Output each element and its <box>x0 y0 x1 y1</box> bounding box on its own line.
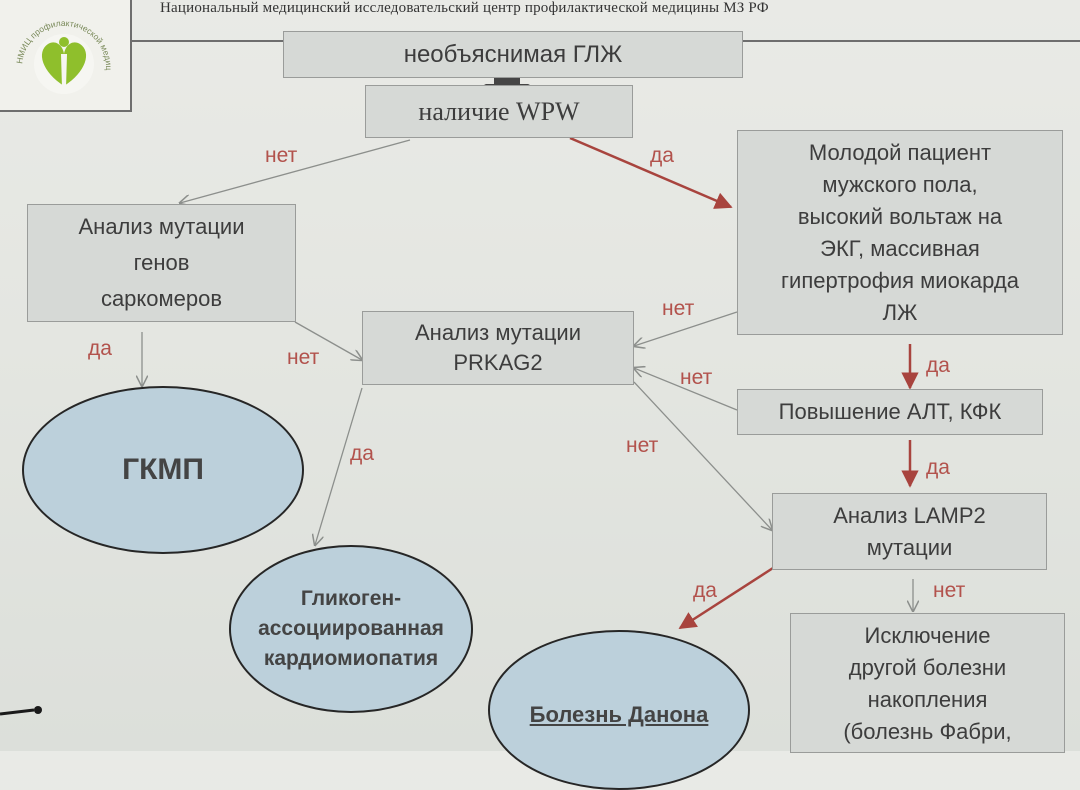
arrow-wpw-young <box>569 136 733 209</box>
label-young-yes: да <box>926 354 950 377</box>
label-sarc-no: нет <box>287 346 320 369</box>
arrow-alt-prkag <box>634 368 738 411</box>
node-prkag2-analysis: Анализ мутации PRKAG2 <box>362 311 634 385</box>
logo-panel: НМИЦ профилактической медицины <box>0 0 132 112</box>
arrow-prkag-glycogen <box>315 387 363 545</box>
arrow-wpw-sarcomere <box>180 139 411 203</box>
arrow-prkag-lamp <box>633 381 772 530</box>
node-hcm: ГКМП <box>22 386 304 554</box>
label-alt-no: нет <box>680 366 713 389</box>
arrow-young-prkag <box>634 311 738 346</box>
node-young-male: Молодой пациент мужского пола, высокий в… <box>737 130 1063 335</box>
node-glycogen-cardiomyopathy: Гликоген- ассоциированная кардиомиопатия <box>229 545 473 713</box>
node-alt-kfk: Повышение АЛТ, КФК <box>737 389 1043 435</box>
label-wpw-no: нет <box>265 144 298 167</box>
header-title: Национальный медицинский исследовательск… <box>160 0 769 16</box>
microphone-icon <box>0 706 42 716</box>
label-alt-yes: да <box>926 456 950 479</box>
node-danon-disease: Болезнь Данона <box>488 630 750 790</box>
node-unexplained-lvh: необъяснимая ГЛЖ <box>283 31 743 78</box>
node-exclusion: Исключение другой болезни накопления (бо… <box>790 613 1065 753</box>
node-sarcomere-analysis: Анализ мутации генов саркомеров <box>27 204 296 322</box>
label-prkag-no: нет <box>626 434 659 457</box>
label-prkag-yes: да <box>350 442 374 465</box>
label-wpw-yes: да <box>650 144 674 167</box>
node-wpw: наличие WPW <box>365 85 633 138</box>
label-young-no: нет <box>662 297 695 320</box>
arrow-sarc-prkag <box>294 321 362 360</box>
node-lamp2-analysis: Анализ LAMP2 мутации <box>772 493 1047 570</box>
logo-icon: НМИЦ профилактической медицины <box>8 6 114 94</box>
label-sarc-yes: да <box>88 337 112 360</box>
arrow-lamp-danon <box>678 566 774 630</box>
label-lamp-no: нет <box>933 579 966 602</box>
label-lamp-yes: да <box>693 579 717 602</box>
